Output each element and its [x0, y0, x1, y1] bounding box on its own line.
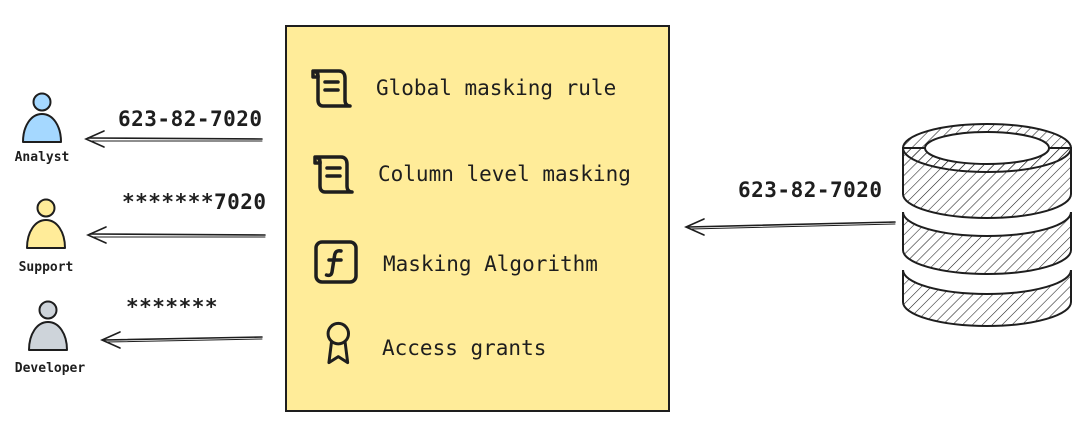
user-label: Developer: [14, 361, 86, 376]
support-value: *******7020: [122, 190, 267, 214]
policy-item-label: Masking Algorithm: [383, 252, 598, 276]
award-icon: [326, 321, 351, 365]
person-icon: [26, 198, 66, 249]
arrow-to-developer: [100, 331, 263, 349]
user-label: Support: [18, 260, 74, 275]
person-icon: [28, 300, 68, 351]
user-label: Analyst: [14, 150, 70, 165]
function-icon: [314, 240, 358, 284]
arrow-from-database: [684, 218, 896, 236]
policy-item-label: Access grants: [382, 336, 547, 360]
person-icon: [22, 92, 62, 143]
source-value: 623-82-7020: [738, 178, 883, 202]
masking-policy-box: [285, 25, 670, 412]
policy-item-label: Global masking rule: [376, 76, 617, 100]
arrow-to-support: [86, 226, 266, 244]
analyst-value: 623-82-7020: [118, 107, 263, 131]
scroll-icon: [313, 155, 354, 194]
arrow-to-analyst: [84, 130, 263, 148]
developer-value: *******: [126, 295, 219, 319]
scroll-icon: [311, 69, 352, 108]
policy-item-label: Column level masking: [378, 162, 631, 186]
database-icon: [902, 123, 1072, 327]
